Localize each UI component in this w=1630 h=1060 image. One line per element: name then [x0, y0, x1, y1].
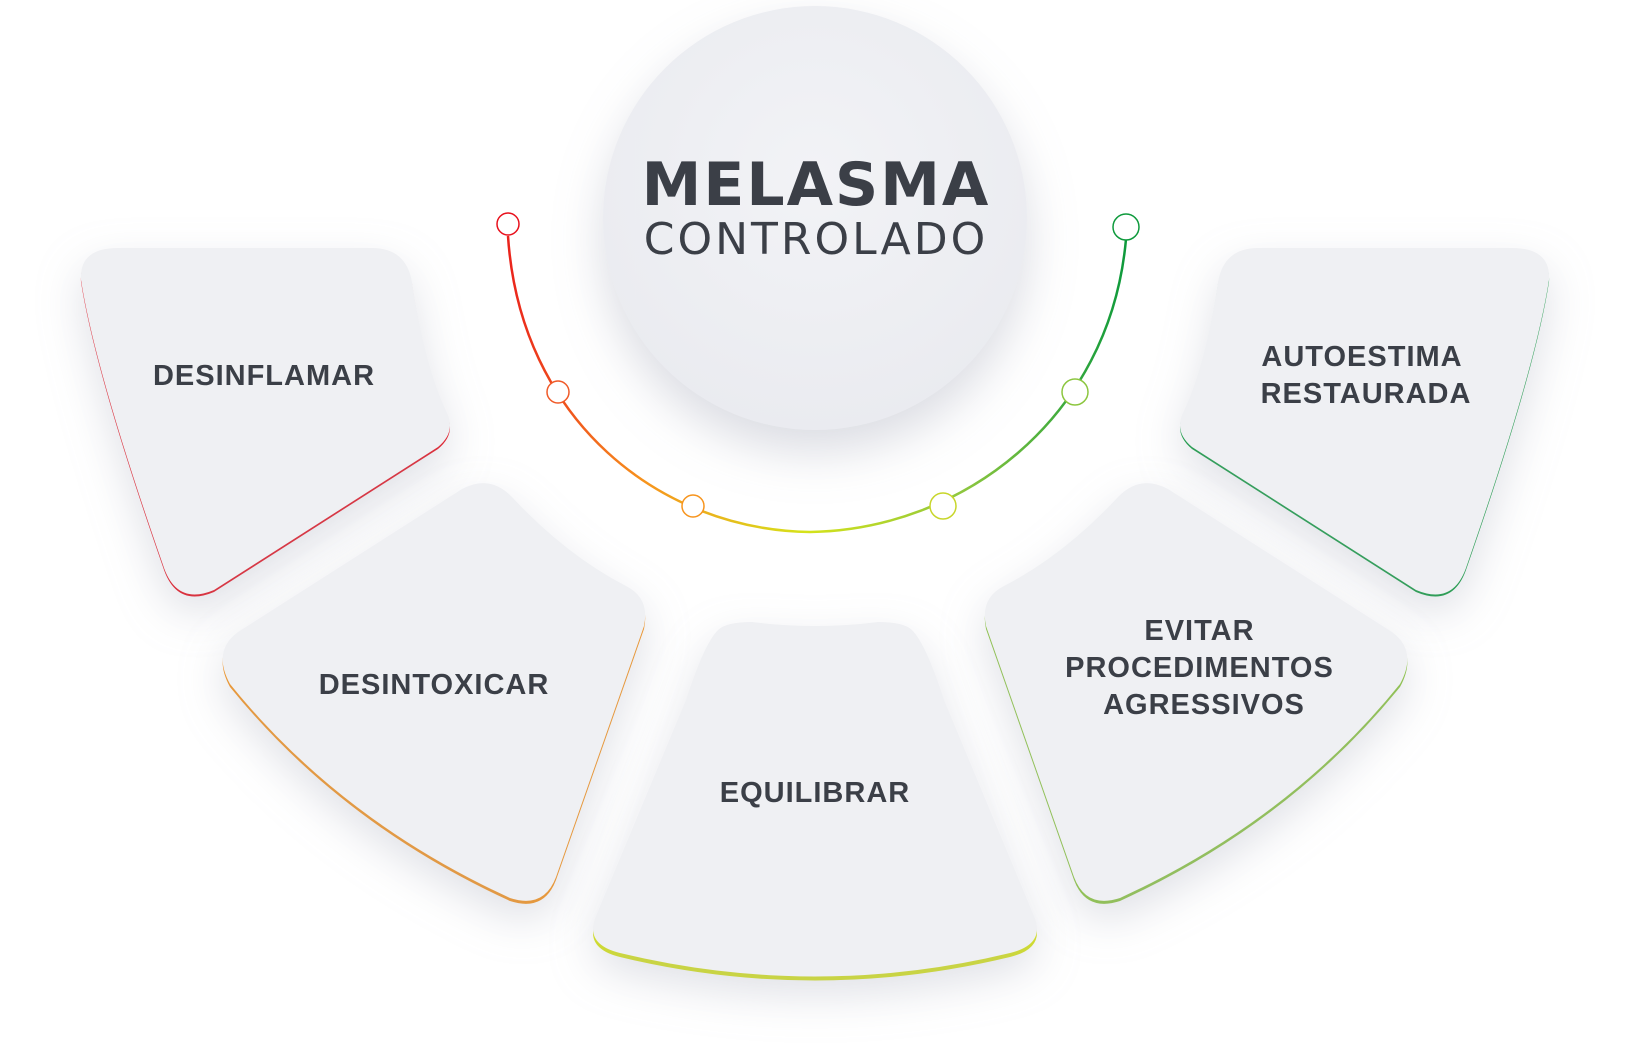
- center-subtitle: CONTROLADO: [644, 214, 989, 265]
- segment-desinflamar: DESINFLAMAR: [80, 248, 451, 597]
- segment-equilibrar: EQUILIBRAR: [593, 622, 1037, 981]
- segment-autoestima-label: AUTOESTIMA RESTAURADA: [1261, 341, 1472, 410]
- segment-equilibrar-card: [593, 622, 1037, 977]
- arc-node-6: [1112, 213, 1140, 241]
- arc-node-3: [681, 494, 705, 518]
- segment-desinflamar-card: [80, 248, 451, 595]
- arc-node-2: [546, 380, 570, 404]
- arc-node-5: [1061, 378, 1089, 406]
- center-circle-shape: [603, 6, 1027, 430]
- segment-desintoxicar-label: DESINTOXICAR: [319, 669, 550, 701]
- segment-desinflamar-label: DESINFLAMAR: [153, 360, 375, 392]
- segment-desintoxicar-card: [222, 483, 646, 901]
- segment-autoestima: AUTOESTIMA RESTAURADA: [1179, 248, 1550, 597]
- arc-node-1: [496, 212, 520, 236]
- segment-evitar: EVITAR PROCEDIMENTOS AGRESSIVOS: [984, 483, 1408, 904]
- arc-node-4: [929, 492, 957, 520]
- segment-equilibrar-label: EQUILIBRAR: [720, 777, 910, 809]
- segment-autoestima-card: [1179, 248, 1550, 595]
- segment-evitar-label: EVITAR PROCEDIMENTOS AGRESSIVOS: [1065, 615, 1343, 721]
- segment-evitar-card: [984, 483, 1408, 901]
- center-circle: MELASMA CONTROLADO: [603, 6, 1027, 430]
- center-title: MELASMA: [642, 150, 991, 220]
- segment-desintoxicar: DESINTOXICAR: [222, 483, 646, 904]
